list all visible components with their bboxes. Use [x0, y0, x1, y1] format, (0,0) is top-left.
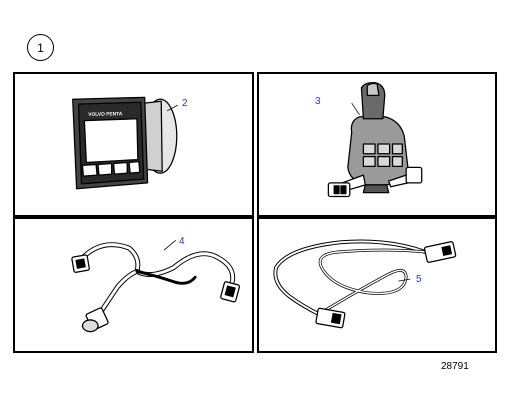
panel-extension-cable: 5: [257, 217, 497, 353]
drawing-reference-number: 28791: [441, 361, 469, 372]
panel-joystick: 3: [257, 72, 497, 217]
callout-2: 2: [182, 98, 188, 109]
callout-5: 5: [416, 274, 422, 285]
extension-cable-illustration: [273, 239, 457, 329]
callout-4: 4: [179, 236, 185, 247]
panel-y-harness: 4: [13, 217, 254, 353]
callout-3: 3: [315, 96, 321, 107]
joystick-illustration: [327, 81, 423, 198]
sheet-number-badge: 1: [27, 34, 54, 61]
panel-display-unit: VOLVO PENTA 2: [13, 72, 254, 217]
y-harness-illustration: [71, 240, 241, 333]
display-unit-illustration: VOLVO PENTA: [72, 96, 178, 190]
display-brand-label: VOLVO PENTA: [88, 111, 123, 118]
